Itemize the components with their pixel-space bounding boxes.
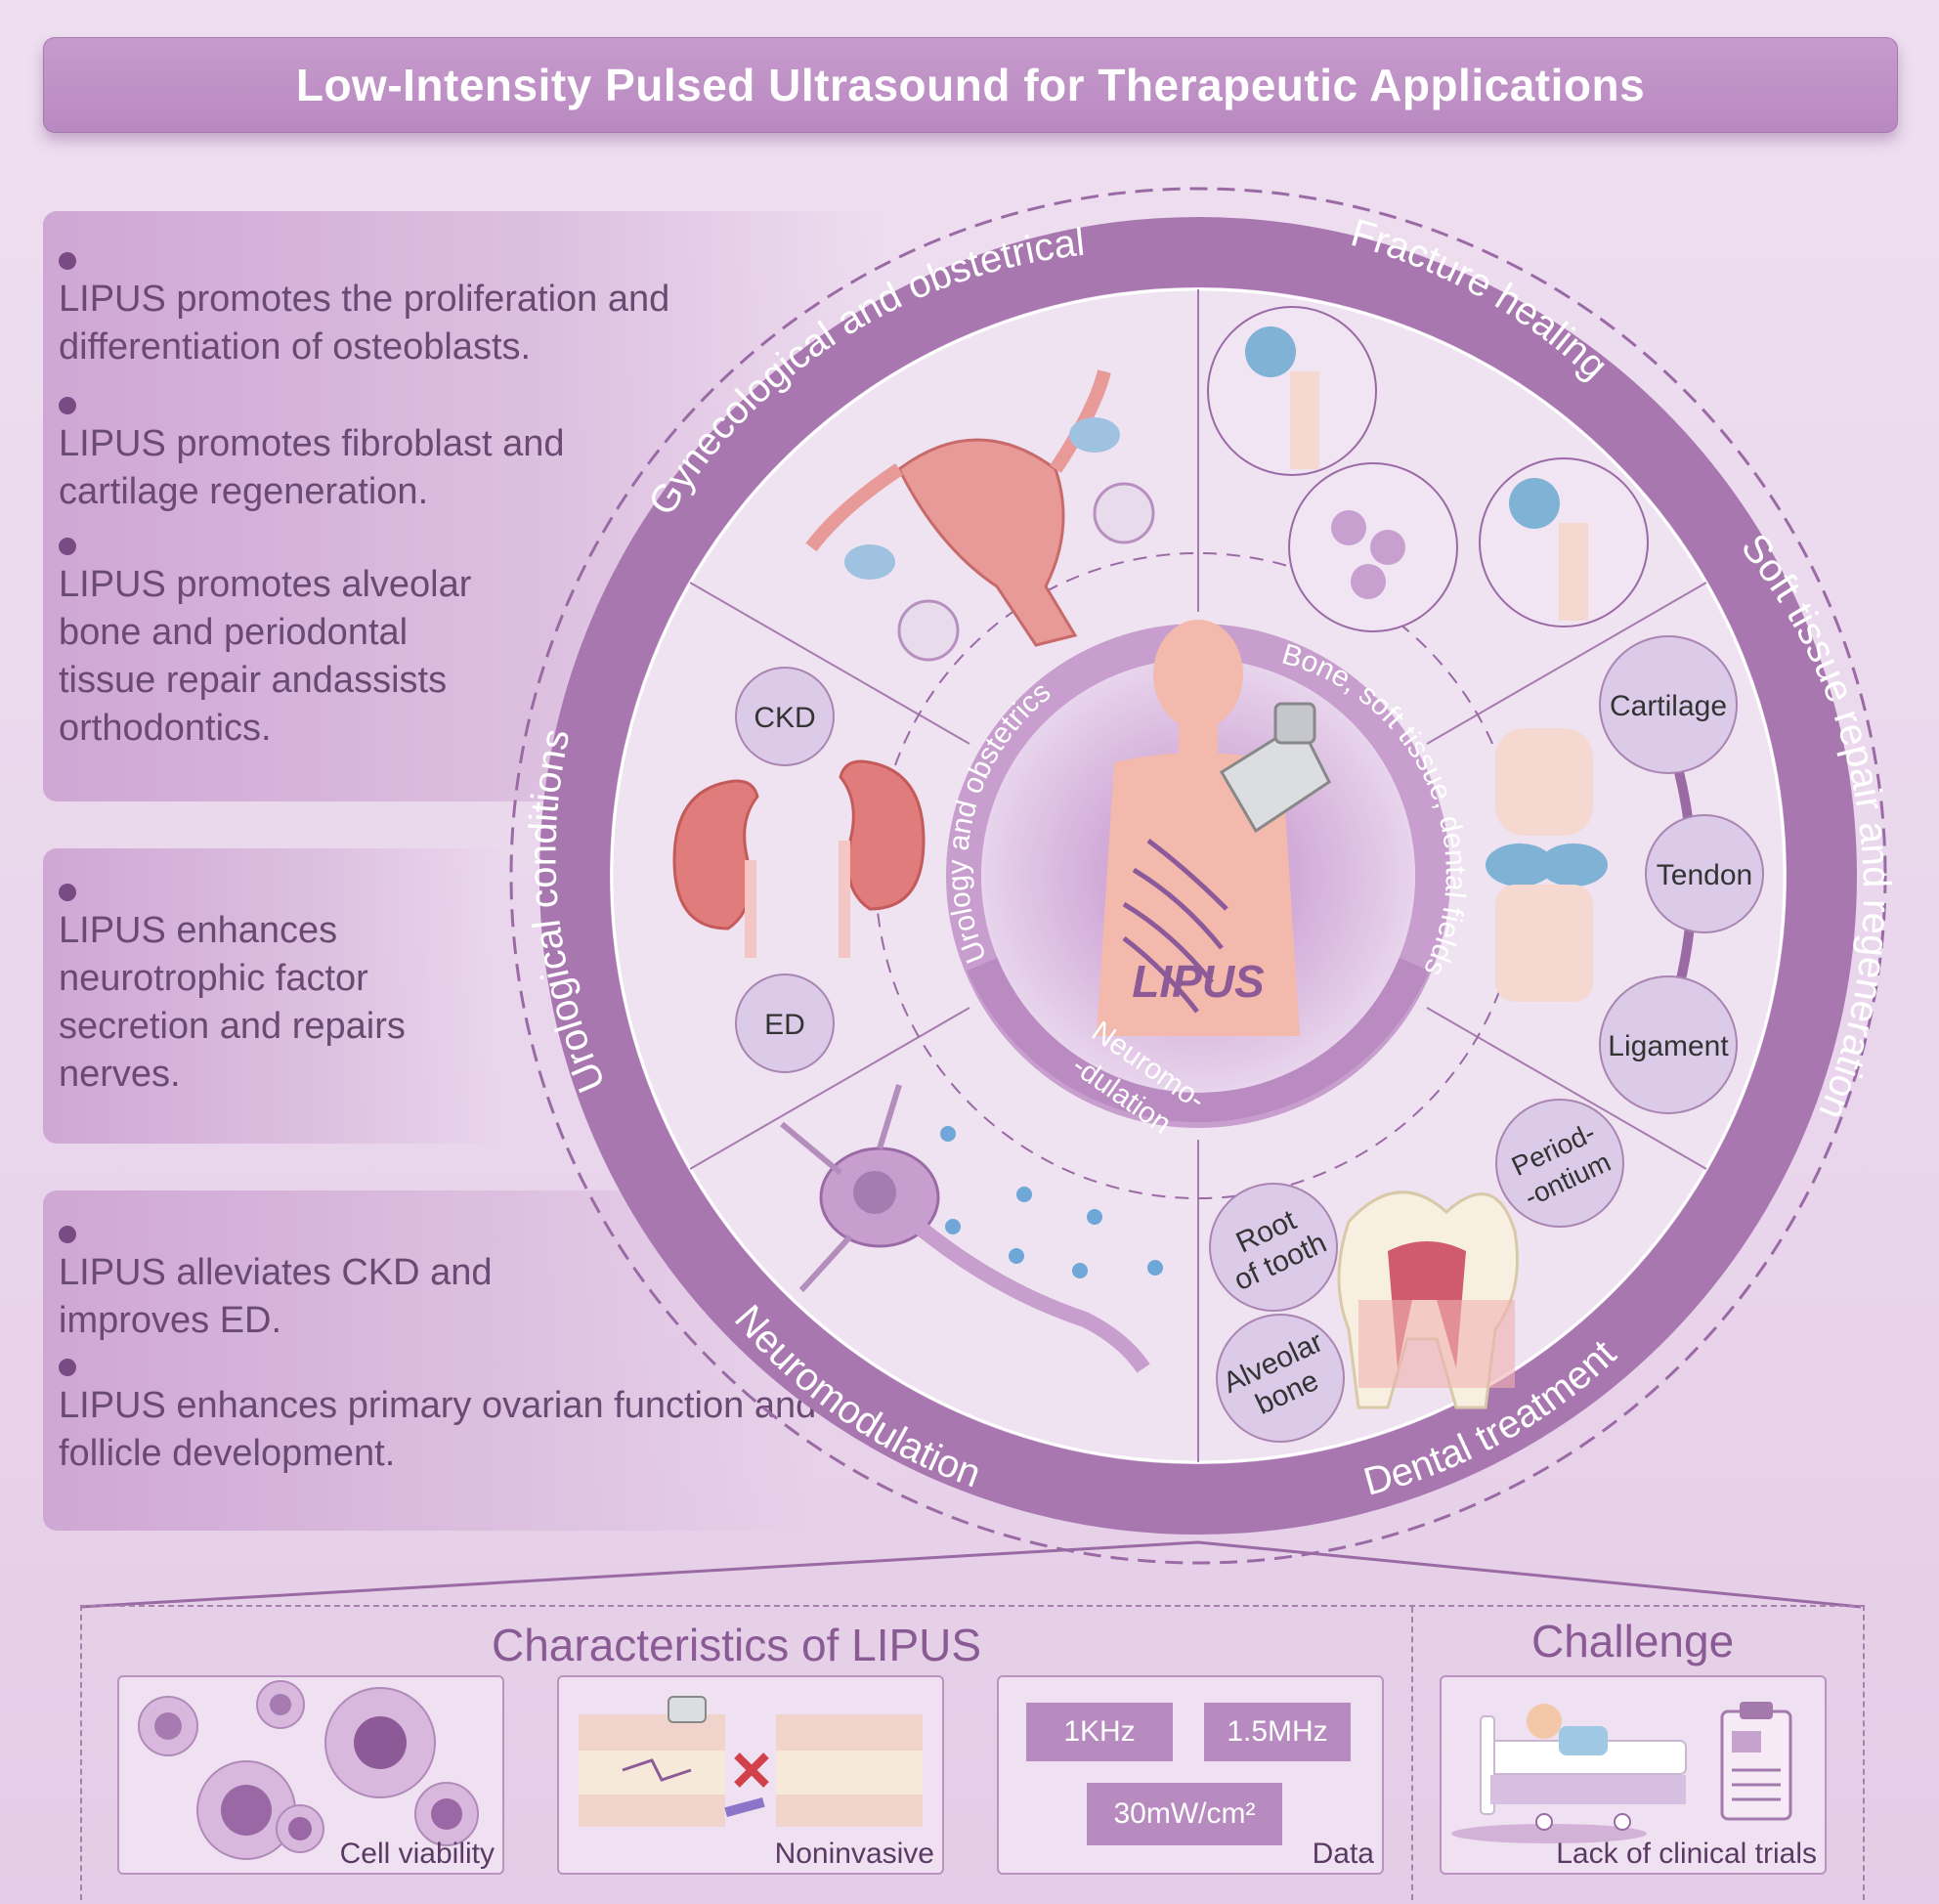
outer-dashed-ring xyxy=(509,187,1887,1565)
clipboard-icon xyxy=(1720,1702,1792,1821)
uterus-icon xyxy=(805,369,1155,662)
card-label-noninvasive: Noninvasive xyxy=(774,1838,934,1870)
section-dividers xyxy=(689,289,1707,1462)
bullet-item: LIPUS enhances primary ovarian function … xyxy=(59,1359,821,1478)
bullet-item: LIPUS promotes alveolar bone and periodo… xyxy=(59,538,508,753)
circle-root-of-tooth xyxy=(1209,1183,1338,1312)
kidney-icon xyxy=(672,759,926,958)
noninvasive-icon xyxy=(579,1696,923,1827)
label-cartilage: Cartilage xyxy=(1610,690,1727,722)
circle-ed xyxy=(735,974,835,1073)
bullet-item: LIPUS alleviates CKD and improves ED. xyxy=(59,1226,547,1345)
card-data: 1KHz 1.5MHz 30mW/cm² Data xyxy=(997,1675,1384,1875)
data-value-mhz: 1.5MHz xyxy=(1204,1703,1351,1761)
neuron-icon xyxy=(780,1084,1163,1373)
human-torso xyxy=(1097,620,1300,1036)
tooth-icon xyxy=(1337,1190,1519,1409)
funnel-lines xyxy=(79,1540,1862,1609)
hospital-bed-icon xyxy=(1451,1704,1687,1843)
challenge-title: Challenge xyxy=(1531,1616,1735,1666)
center-label: LIPUS xyxy=(1132,956,1265,1007)
title-bar: Low-Intensity Pulsed Ultrasound for Ther… xyxy=(43,37,1898,133)
characteristics-title: Characteristics of LIPUS xyxy=(492,1620,982,1670)
card-label-data: Data xyxy=(1312,1838,1374,1870)
card-noninvasive: Noninvasive xyxy=(557,1675,944,1875)
circle-ckd xyxy=(735,667,835,766)
page-title: Low-Intensity Pulsed Ultrasound for Ther… xyxy=(295,60,1646,110)
circle-ligament xyxy=(1599,975,1738,1114)
cell-icon xyxy=(138,1680,479,1860)
label-ligament: Ligament xyxy=(1608,1030,1729,1062)
circle-periodontium xyxy=(1495,1099,1624,1228)
circle-tendon xyxy=(1645,814,1764,933)
circle-cartilage xyxy=(1599,635,1738,774)
card-label-cell-viability: Cell viability xyxy=(339,1838,495,1870)
bullet-item: LIPUS promotes fibroblast and cartilage … xyxy=(59,397,606,516)
label-tendon: Tendon xyxy=(1657,859,1752,891)
bullet-item: LIPUS enhances neurotrophic factor secre… xyxy=(59,884,450,1099)
data-value-intensity: 30mW/cm² xyxy=(1087,1783,1282,1845)
ultrasound-probe-icon xyxy=(1219,702,1331,834)
inner-band-lower xyxy=(967,956,1430,1123)
outer-band xyxy=(539,217,1857,1535)
label-ckd: CKD xyxy=(754,702,815,734)
divider-vertical xyxy=(1411,1607,1413,1900)
knee-joint-icon xyxy=(1486,728,1608,1002)
circle-alveolar-bone xyxy=(1216,1314,1345,1443)
bullet-item: LIPUS promotes the proliferation and dif… xyxy=(59,252,684,371)
label-ed: ED xyxy=(764,1009,805,1041)
bottom-frame xyxy=(80,1605,1865,1900)
card-clinical-trials: Lack of clinical trials xyxy=(1440,1675,1827,1875)
data-value-frequency: 1KHz xyxy=(1026,1703,1173,1761)
card-label-clinical-trials: Lack of clinical trials xyxy=(1556,1838,1817,1870)
fracture-bone-icon xyxy=(1207,306,1649,632)
panel-neuro xyxy=(43,848,502,1144)
card-cell-viability: Cell viability xyxy=(117,1675,504,1875)
